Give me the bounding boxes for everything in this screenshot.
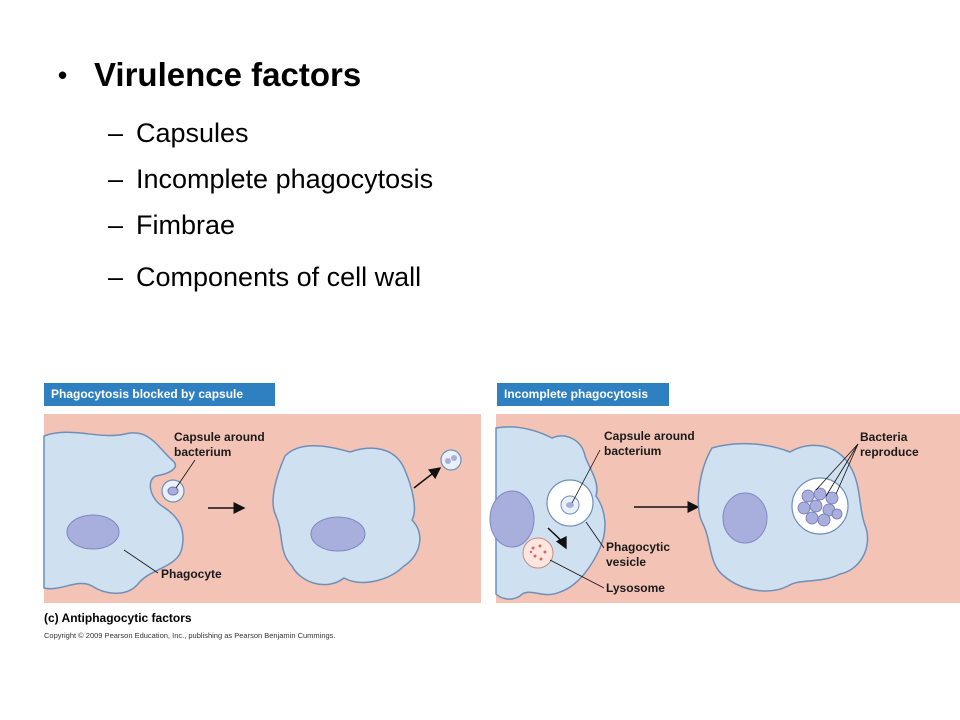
label-bacteria: Bacteria bbox=[860, 430, 908, 444]
label-vesicle: vesicle bbox=[606, 555, 646, 569]
nucleus bbox=[66, 514, 120, 550]
dash: – bbox=[108, 261, 124, 292]
title-text: Virulence factors bbox=[94, 56, 362, 93]
sub-item-text: Incomplete phagocytosis bbox=[136, 163, 434, 194]
label-phagocyte: Phagocyte bbox=[161, 567, 222, 581]
bacterium bbox=[167, 486, 179, 496]
label-reproduce: reproduce bbox=[860, 445, 919, 459]
dash: – bbox=[108, 163, 124, 194]
copyright-notice: Copyright © 2009 Pearson Education, Inc.… bbox=[44, 631, 336, 640]
nucleus bbox=[489, 490, 535, 548]
lysosome bbox=[522, 537, 554, 569]
sub-bullet-list: – Capsules – Incomplete phagocytosis – F… bbox=[108, 110, 433, 300]
bacterium bbox=[566, 502, 574, 508]
leader-line bbox=[585, 521, 605, 549]
bacteria-cluster bbox=[797, 487, 843, 527]
escape-arrow bbox=[413, 467, 442, 489]
label-lysosome: Lysosome bbox=[606, 581, 665, 595]
sub-item-incomplete-phagocytosis: – Incomplete phagocytosis bbox=[108, 156, 433, 202]
label-capsule-around: Capsule around bbox=[604, 429, 695, 443]
bullet: • bbox=[58, 59, 68, 90]
label-bacterium: bacterium bbox=[174, 445, 231, 459]
label-bacterium: bacterium bbox=[604, 444, 661, 458]
figure-caption: (c) Antiphagocytic factors bbox=[44, 611, 192, 625]
slide-title: • Virulence factors bbox=[58, 56, 361, 94]
dash: – bbox=[108, 209, 124, 240]
sub-item-text: Fimbrae bbox=[136, 209, 236, 240]
leader-line bbox=[835, 443, 859, 495]
leader-line bbox=[175, 459, 196, 489]
leader-line bbox=[815, 443, 859, 491]
nucleus bbox=[722, 492, 768, 544]
leader-line bbox=[123, 549, 159, 574]
bacterium bbox=[445, 458, 451, 464]
label-capsule-around: Capsule around bbox=[174, 430, 265, 444]
left-panel-header: Phagocytosis blocked by capsule bbox=[44, 383, 275, 406]
sub-item-cell-wall: – Components of cell wall bbox=[108, 254, 433, 300]
dash: – bbox=[108, 117, 124, 148]
fusion-arrow bbox=[547, 527, 567, 550]
lysosome-granules bbox=[529, 544, 547, 561]
nucleus bbox=[310, 516, 366, 552]
leader-line bbox=[571, 449, 601, 504]
leader-line bbox=[825, 443, 859, 497]
phagocyte-cell bbox=[43, 431, 184, 594]
leader-line bbox=[549, 559, 605, 589]
sub-item-text: Capsules bbox=[136, 117, 249, 148]
right-panel-header: Incomplete phagocytosis bbox=[497, 383, 669, 406]
sub-item-fimbrae: – Fimbrae bbox=[108, 202, 433, 248]
capsule bbox=[440, 449, 462, 471]
label-phagocytic: Phagocytic bbox=[606, 540, 670, 554]
sub-item-text: Components of cell wall bbox=[136, 261, 422, 292]
phagocyte-cell bbox=[272, 445, 421, 586]
sub-item-capsules: – Capsules bbox=[108, 110, 433, 156]
bacterium bbox=[451, 455, 457, 461]
